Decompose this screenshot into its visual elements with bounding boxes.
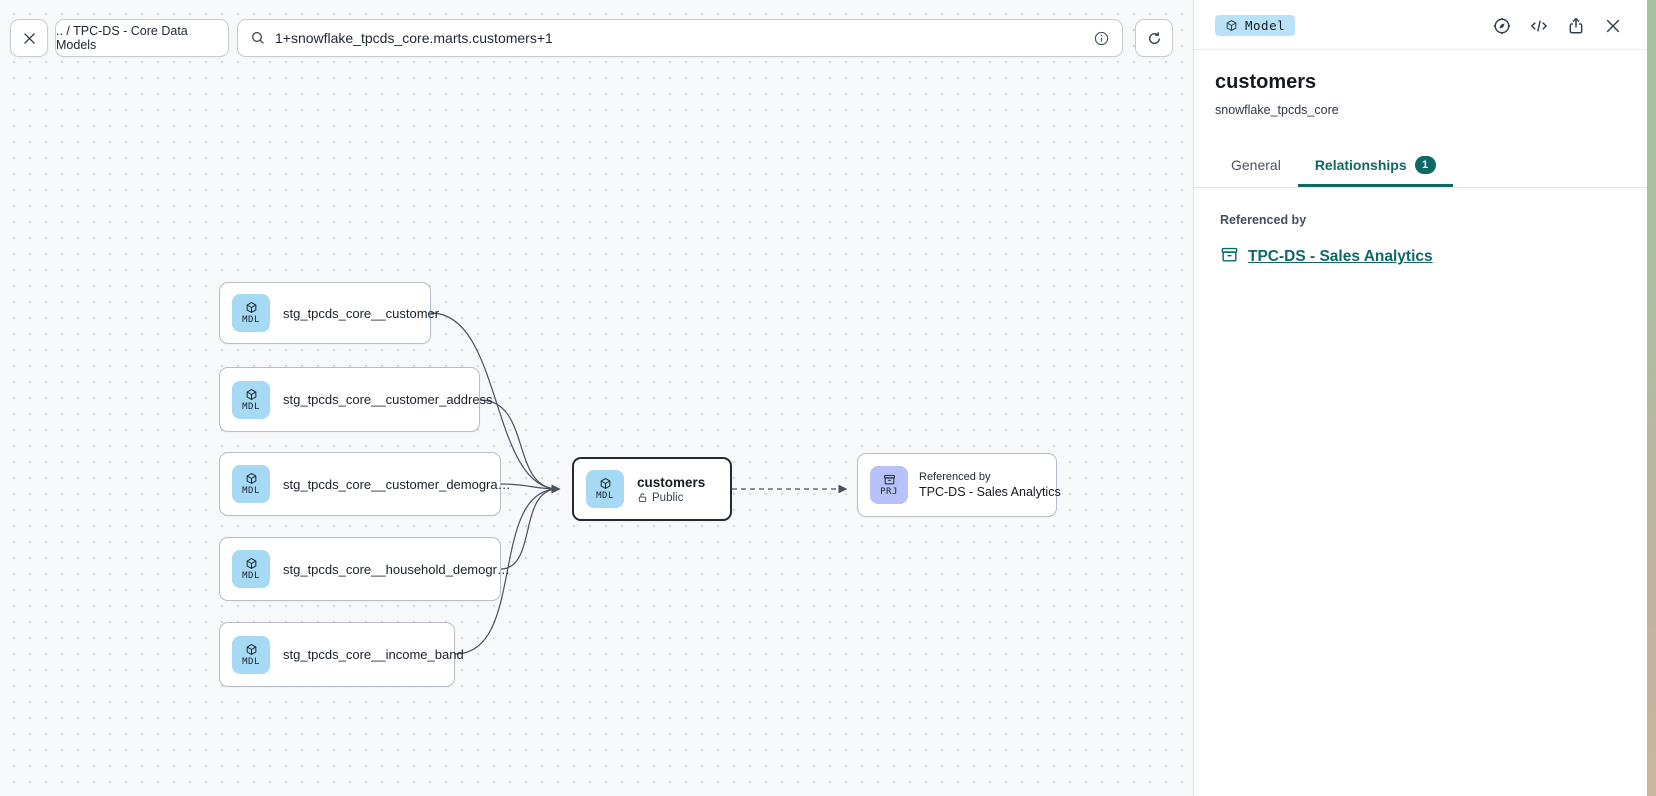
- refresh-lineage-button[interactable]: [1135, 19, 1173, 57]
- node-label: stg_tpcds_core__customer: [283, 305, 440, 321]
- node-access-label: Public: [652, 491, 684, 504]
- unlock-icon: [637, 492, 648, 503]
- node-label: customers: [637, 474, 706, 490]
- search-input[interactable]: [275, 30, 1084, 46]
- close-icon[interactable]: [1603, 16, 1623, 36]
- lineage-search-bar[interactable]: [237, 19, 1123, 57]
- project-subtitle: snowflake_tpcds_core: [1215, 103, 1339, 117]
- share-icon[interactable]: [1566, 16, 1586, 36]
- project-box-icon: [1220, 245, 1239, 269]
- relationships-count-badge: 1: [1414, 156, 1436, 174]
- node-label: stg_tpcds_core__household_demogr…: [283, 561, 510, 577]
- lineage-edges: [430, 312, 848, 655]
- node-label: TPC-DS - Sales Analytics: [919, 485, 1061, 499]
- details-panel-header: Model: [1194, 0, 1647, 50]
- tab-general[interactable]: General: [1231, 157, 1281, 173]
- window-edge-strip: [1647, 0, 1656, 796]
- lineage-node-referencing-project[interactable]: PRJ Referenced by TPC-DS - Sales Analyti…: [857, 453, 1061, 517]
- model-cube-icon: MDL: [232, 550, 270, 588]
- model-cube-icon: MDL: [232, 380, 270, 419]
- lineage-node-stg-income-band[interactable]: MDL stg_tpcds_core__income_band: [219, 622, 464, 687]
- compass-explore-icon[interactable]: [1492, 16, 1512, 36]
- close-lineage-button[interactable]: [10, 19, 48, 57]
- lineage-node-stg-customer[interactable]: MDL stg_tpcds_core__customer: [219, 282, 439, 344]
- lineage-node-stg-customer-demographics[interactable]: MDL stg_tpcds_core__customer_demogra…: [219, 452, 511, 516]
- node-kicker: Referenced by: [919, 471, 991, 483]
- resource-type-badge: Model: [1215, 15, 1296, 36]
- model-cube-icon: MDL: [586, 470, 624, 508]
- tab-relationships[interactable]: Relationships 1: [1298, 144, 1453, 187]
- relationships-tab-content: Referenced by TPC-DS - Sales Analytics: [1194, 188, 1647, 269]
- referenced-by-label: Referenced by: [1220, 213, 1307, 227]
- lineage-canvas[interactable]: MDL stg_tpcds_core__customer MDL stg_tpc…: [0, 0, 1193, 796]
- project-box-icon: PRJ: [870, 466, 908, 504]
- model-cube-icon: MDL: [232, 635, 270, 674]
- info-icon[interactable]: [1093, 30, 1110, 47]
- node-label: stg_tpcds_core__customer_demogra…: [283, 476, 511, 492]
- node-label: stg_tpcds_core__customer_address: [283, 392, 493, 407]
- details-panel: Model customers snowflake_tpcds_core Gen…: [1193, 0, 1647, 796]
- panel-tabs: General Relationships 1: [1194, 144, 1647, 188]
- panel-title-block: customers snowflake_tpcds_core: [1194, 50, 1647, 117]
- referenced-project-link[interactable]: TPC-DS - Sales Analytics: [1248, 248, 1433, 265]
- model-cube-icon: MDL: [232, 465, 270, 503]
- refresh-icon: [1146, 30, 1163, 47]
- model-cube-icon: MDL: [232, 294, 270, 332]
- breadcrumb[interactable]: .. / TPC-DS - Core Data Models: [55, 19, 229, 57]
- node-label: stg_tpcds_core__income_band: [283, 647, 464, 662]
- close-icon: [21, 30, 38, 47]
- referenced-by-item: TPC-DS - Sales Analytics: [1220, 245, 1625, 269]
- lineage-node-customers-selected[interactable]: MDL customers Public: [572, 457, 732, 521]
- page-title: customers: [1215, 71, 1317, 93]
- lineage-node-stg-customer-address[interactable]: MDL stg_tpcds_core__customer_address: [219, 367, 493, 432]
- panel-actions: [1492, 16, 1623, 36]
- search-icon: [250, 30, 266, 46]
- lineage-node-stg-household-demographics[interactable]: MDL stg_tpcds_core__household_demogr…: [219, 537, 510, 601]
- model-cube-icon: [1225, 19, 1238, 32]
- code-icon[interactable]: [1529, 16, 1549, 36]
